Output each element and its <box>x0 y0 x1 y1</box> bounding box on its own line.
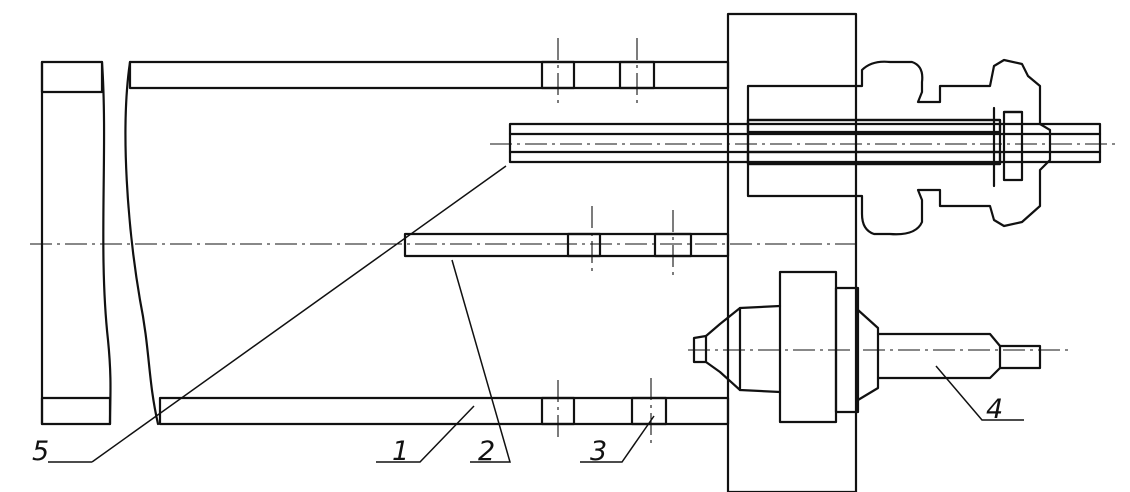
leader-lines <box>48 165 1024 463</box>
end-flange <box>40 60 112 426</box>
callout-2: 2 <box>478 436 495 467</box>
callout-4: 4 <box>986 394 1003 425</box>
callout-1: 1 <box>392 436 409 467</box>
probe-tube <box>490 122 1118 164</box>
gland-fitting <box>746 58 1052 236</box>
adjusting-screw <box>688 270 1072 424</box>
callout-3: 3 <box>590 436 607 467</box>
housing-tube <box>128 38 730 446</box>
callout-5: 5 <box>32 436 49 467</box>
break-line <box>124 60 160 426</box>
wall-plate <box>726 12 858 492</box>
